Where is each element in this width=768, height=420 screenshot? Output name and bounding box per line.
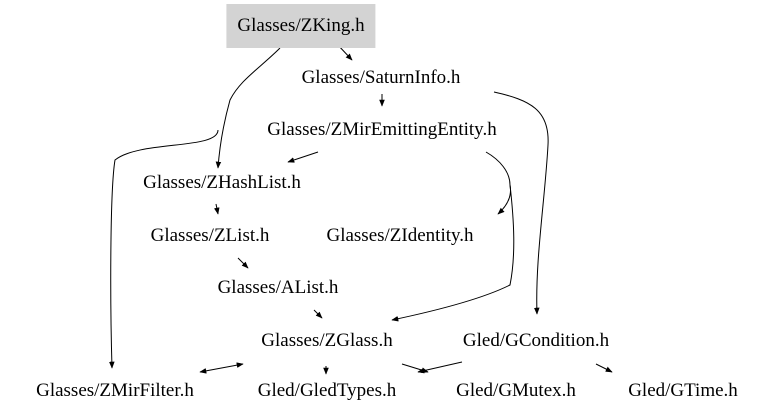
edge-zking-zmirfilter [109,129,219,369]
node-alist[interactable]: Glasses/AList.h [217,277,339,298]
node-zglass[interactable]: Glasses/ZGlass.h [261,330,393,351]
node-zking[interactable]: Glasses/ZKing.h [226,4,376,48]
node-zlist[interactable]: Glasses/ZList.h [150,225,270,246]
edge-zking-zhashlist [215,47,281,169]
edge-gcondition-gtime [595,363,613,373]
edge-saturninfo-gcondition [493,91,549,315]
edge-zmiremitting-zidentity [485,151,511,215]
edge-zhashlist-zlist [214,203,220,215]
node-saturninfo[interactable]: Glasses/SaturnInfo.h [301,67,461,88]
node-zhashlist[interactable]: Glasses/ZHashList.h [143,172,301,193]
edge-zmiremitting-zglass [391,184,515,322]
node-zidentity[interactable]: Glasses/ZIdentity.h [326,225,474,246]
edge-gcondition-gmutex [417,361,463,374]
node-gledtypes[interactable]: Gled/GledTypes.h [257,380,397,401]
edge-zlist-alist [237,257,249,269]
node-zmiremittingentity[interactable]: Glasses/ZMirEmittingEntity.h [267,119,497,140]
node-gtime[interactable]: Gled/GTime.h [628,380,738,401]
edge-alist-zglass [313,309,323,319]
node-zmirfilter[interactable]: Glasses/ZMirFilter.h [36,380,194,401]
node-gmutex[interactable]: Gled/GMutex.h [456,380,576,401]
edge-zglass-zmirfilter [199,362,244,374]
node-gcondition[interactable]: Gled/GCondition.h [462,330,610,351]
edge-zmiremitting-zhashlist [287,151,319,163]
